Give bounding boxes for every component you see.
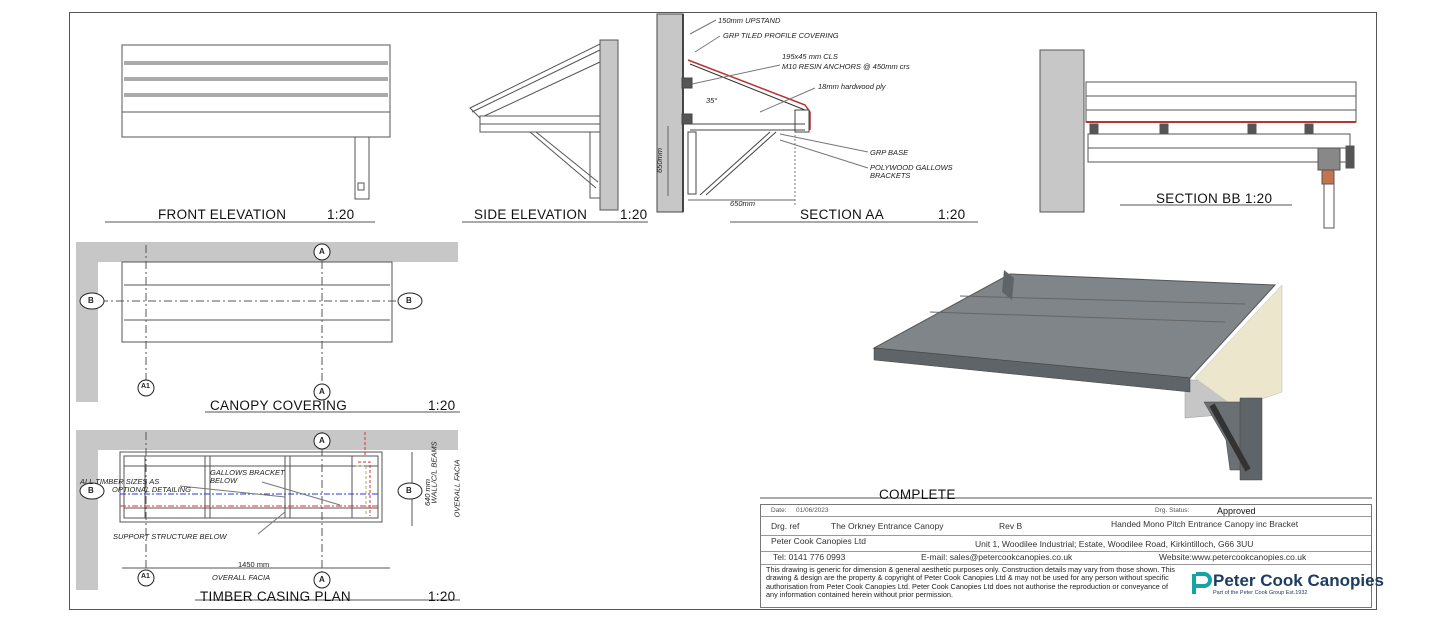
canopy-covering-title: CANOPY COVERING [210,398,348,413]
description-value: Handed Mono Pitch Entrance Canopy inc Br… [1111,519,1299,529]
note-cls: 195x45 mm CLS [782,52,838,61]
timber-casing-scale: 1:20 [428,589,456,604]
dim-height-650: 650mm [655,147,665,174]
tel: Tel: 0141 776 0993 [773,552,846,562]
email: E-mail: sales@petercookcanopies.co.uk [921,552,1073,562]
dim-width-650: 650mm [730,199,756,208]
status-label: Drg. Status: [1155,507,1190,514]
canopy-covering-drawing [76,242,458,402]
note-timber-sizes-1: ALL TIMBER SIZES AS [80,477,160,486]
section-aa-scale: 1:20 [938,207,966,222]
note-anchors: M10 RESIN ANCHORS @ 450mm crs [782,62,910,71]
side-elevation-title: SIDE ELEVATION [474,207,588,222]
note-ply: 18mm hardwood ply [818,82,886,91]
disclaimer-text: This drawing is generic for dimension & … [766,565,1175,600]
front-elevation-scale: 1:20 [327,207,355,222]
dim-1450: 1450 mm [238,560,270,569]
drg-ref-label: Drg. ref [771,521,800,531]
note-brackets-1: POLYWOOD GALLOWS [870,163,953,172]
company-name: Peter Cook Canopies Ltd [771,536,866,546]
note-overall-facia-v: OVERALL FACIA [452,459,462,518]
title-row-company: Peter Cook Canopies Ltd Unit 1, Woodilee… [761,535,1371,552]
note-upstand: 150mm UPSTAND [718,16,781,25]
section-bb-title: SECTION BB 1:20 [1156,191,1273,206]
complete-3d-view [872,270,1283,481]
section-aa-title: SECTION AA [800,207,885,222]
marker-a-bottom-2: A [319,575,325,584]
marker-a-top: A [319,247,325,256]
marker-a1: A1 [141,383,150,390]
note-support: SUPPORT STRUCTURE BELOW [113,532,227,541]
front-elevation-drawing [121,44,391,200]
note-grp-base: GRP BASE [870,148,909,157]
note-timber-sizes-2: OPTIONAL DETAILING [112,485,191,494]
timber-casing-title: TIMBER CASING PLAN [200,589,351,604]
brand-name: Peter Cook Canopies [1213,571,1384,590]
note-angle: 35° [706,96,718,105]
section-markers [79,243,423,589]
drg-ref-value: The Orkney Entrance Canopy [831,521,944,531]
drawing-sheet-border [69,12,1377,610]
marker-b-right-2: B [406,486,412,495]
section-aa-drawing [656,13,869,213]
side-elevation-drawing [469,39,619,211]
title-block: Date: 01/06/2023 Drg. Status: Approved D… [760,504,1384,608]
date-value: 01/06/2023 [796,507,829,514]
marker-b-left: B [88,296,94,305]
front-elevation-title: FRONT ELEVATION [158,207,287,222]
note-brackets-2: BRACKETS [870,171,911,180]
note-gallows-2: BELOW [210,476,238,485]
complete-title: COMPLETE [879,487,956,502]
marker-b-right: B [406,296,412,305]
note-grp-covering: GRP TILED PROFILE COVERING [723,31,839,40]
brand-logo-mark-icon [1192,572,1212,594]
marker-a-bottom: A [319,387,325,396]
note-gallows-1: GALLOWS BRACKET [210,468,285,477]
section-bb-drawing [1039,49,1357,229]
date-label: Date: [771,507,787,514]
website: Website:www.petercookcanopies.co.uk [1159,552,1307,562]
note-overall-facia-h: OVERALL FACIA [212,573,271,582]
marker-a-top-2: A [319,436,325,445]
company-address: Unit 1, Woodilee Industrial; Estate, Woo… [975,539,1254,549]
canopy-covering-scale: 1:20 [428,398,456,413]
side-elevation-scale: 1:20 [620,207,648,222]
title-row-contact: Tel: 0141 776 0993 E-mail: sales@peterco… [761,551,1371,565]
title-row-ref: Drg. ref The Orkney Entrance Canopy Rev … [761,516,1371,536]
dim-640: 640 mm [423,478,433,507]
rev-value: Rev B [999,521,1023,531]
title-row-date: Date: 01/06/2023 Drg. Status: Approved [761,505,1371,517]
timber-casing-drawing [76,430,458,590]
marker-a1-2: A1 [141,573,150,580]
brand-subtitle: Part of the Peter Cook Group Est.1932 [1213,590,1308,596]
status-value: Approved [1217,506,1256,516]
marker-b-left-2: B [88,486,94,495]
